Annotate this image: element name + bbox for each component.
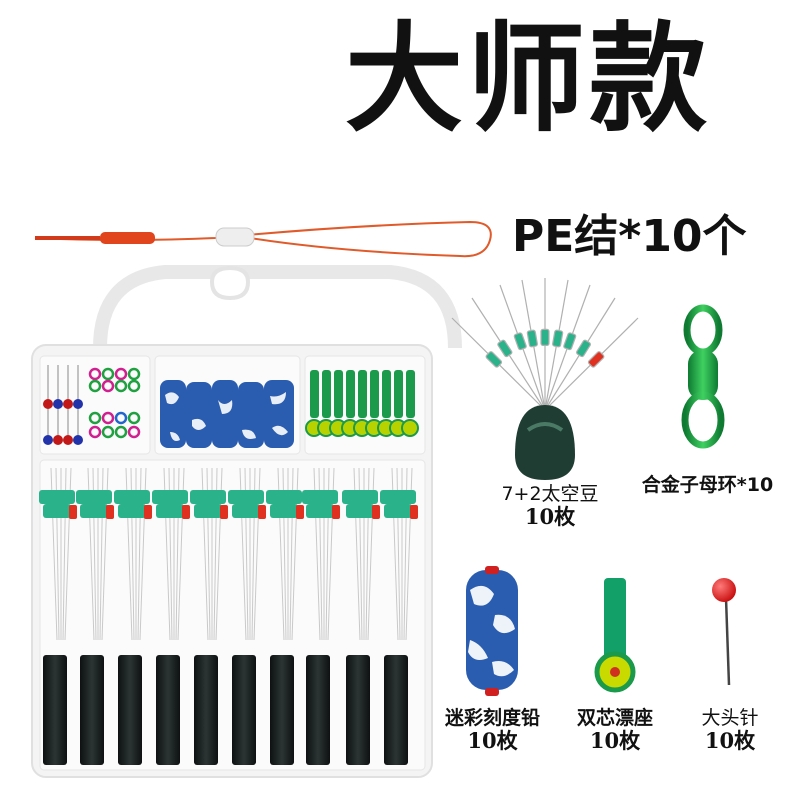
bead-stopper-card: [342, 467, 380, 765]
bead-stopper-card: [380, 467, 418, 765]
camo-sinker: [466, 566, 518, 696]
bead-stopper-card: [266, 467, 304, 765]
float-seat-label: 双芯漂座 10枚: [576, 707, 653, 753]
alloy-swivel: [681, 304, 725, 449]
bead-stopper-card: [76, 467, 114, 765]
pin-label: 大头针 10枚: [701, 707, 759, 753]
bead-stopper-card: [190, 467, 228, 765]
camo-sinker-label: 迷彩刻度铅 10枚: [444, 707, 540, 753]
pe-knot-label: PE结*10个: [512, 211, 747, 262]
pe-knot-line: [34, 220, 492, 258]
product-title: 大师款: [345, 10, 712, 148]
swivels-in-box: [88, 367, 141, 439]
pe-knot-sleeve: [100, 232, 155, 244]
pe-knot-clip: [215, 227, 255, 247]
big-head-pin: [712, 578, 736, 686]
double-core-float-seat: [594, 578, 636, 693]
bead-stopper-card: [39, 467, 77, 765]
space-bean-stopper: [451, 278, 639, 480]
pins-in-box: [43, 365, 83, 445]
alloy-swivel-label: 合金子母环*10: [641, 474, 774, 496]
bead-stopper-card: [114, 467, 152, 765]
bead-stopper-card: [228, 467, 266, 765]
bead-stopper-card: [302, 467, 340, 765]
space-bean-label: 7+2太空豆 10枚: [501, 483, 599, 529]
camo-sinkers-in-box: [160, 380, 294, 448]
float-seats-in-box: [305, 370, 419, 437]
bead-stopper-card: [152, 467, 190, 765]
bead-stopper-cards: [39, 467, 418, 765]
